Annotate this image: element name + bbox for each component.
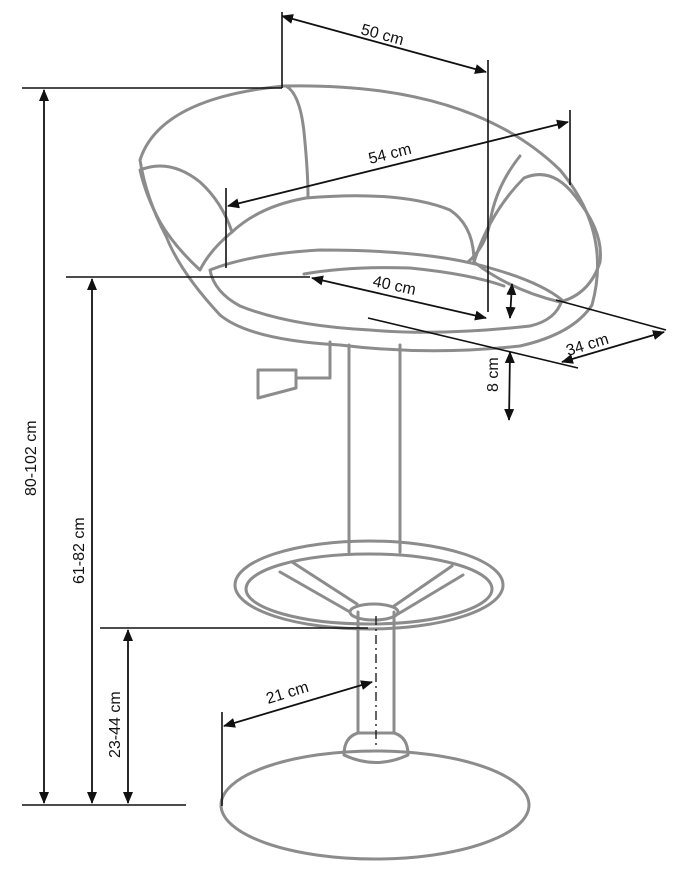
dim-base-radius-line bbox=[223, 680, 373, 728]
seat-bowl-outer bbox=[138, 84, 599, 353]
column-upper bbox=[347, 343, 402, 554]
seat-cushion bbox=[208, 248, 564, 334]
label-seat-inner-width: 40 cm bbox=[371, 273, 417, 299]
label-footrest-height: 23-44 cm bbox=[107, 691, 124, 758]
dim-seat-depth-line bbox=[561, 330, 665, 364]
label-base-radius: 21 cm bbox=[264, 679, 311, 708]
label-seat-height: 61-82 cm bbox=[71, 517, 88, 584]
seat-back-inner bbox=[230, 194, 476, 264]
footrest-spokes bbox=[278, 560, 465, 616]
footrest-ring-outer bbox=[233, 539, 505, 631]
label-seat-depth: 34 cm bbox=[564, 331, 611, 360]
label-total-height: 80-102 cm bbox=[23, 420, 40, 496]
label-rim-height: 8 cm bbox=[485, 357, 502, 392]
dimension-lines bbox=[22, 12, 667, 806]
base-cone bbox=[342, 731, 410, 764]
label-seat-outer-width: 54 cm bbox=[367, 141, 413, 168]
dim-rim-height-line-bottom bbox=[504, 351, 515, 421]
label-back-width: 50 cm bbox=[359, 21, 405, 49]
dim-rim-height-line-top bbox=[505, 283, 517, 319]
dimension-labels: 50 cm 54 cm 40 cm 34 cm 8 cm 80-102 cm 6… bbox=[23, 21, 611, 758]
base-disc bbox=[219, 749, 531, 861]
stool-drawing bbox=[138, 84, 602, 861]
dim-back-width-line bbox=[281, 14, 487, 74]
footrest-ring-inner bbox=[244, 552, 494, 626]
dim-seat-inner-line bbox=[311, 275, 487, 321]
dim-seat-outer-line bbox=[227, 119, 569, 209]
left-armrest bbox=[138, 164, 234, 272]
gas-lever bbox=[256, 340, 332, 400]
